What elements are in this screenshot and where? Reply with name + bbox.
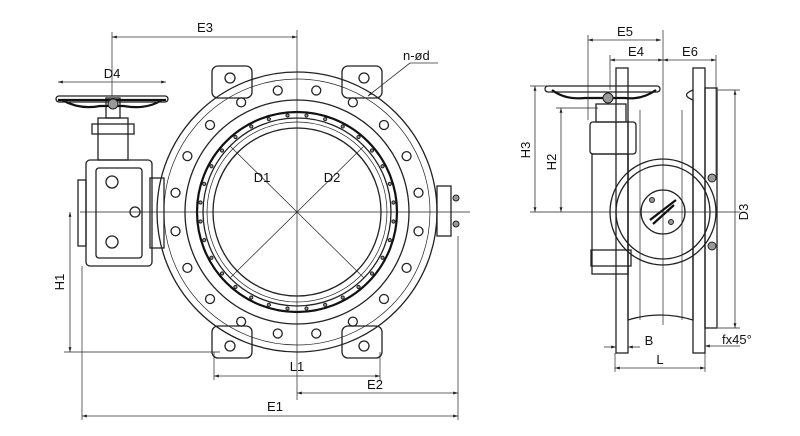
seat-screw: [304, 113, 309, 118]
bolt-hole: [378, 293, 390, 305]
dim-e4: E4: [628, 44, 644, 59]
dim-chamfer: fx45°: [722, 332, 752, 347]
bolt-hole: [401, 262, 412, 273]
seat-screw: [340, 124, 345, 129]
dim-l1: L1: [290, 359, 304, 374]
bolt-hole: [311, 328, 322, 339]
bolt-hole: [170, 187, 181, 198]
dim-e3: E3: [197, 20, 213, 35]
seat-screw: [356, 284, 361, 290]
seat-screw: [285, 306, 290, 311]
bolt-hole: [413, 226, 424, 237]
bolt-hole: [182, 262, 193, 273]
seat-screw: [323, 302, 328, 307]
bolt-hole: [272, 328, 283, 339]
seat-screw: [233, 284, 238, 290]
bolt-hole: [204, 119, 216, 131]
flange-lugs: [211, 65, 383, 359]
dim-e5: E5: [617, 24, 633, 39]
gear-actuator: [77, 97, 165, 267]
dim-l: L: [656, 352, 663, 367]
shaft-end: [436, 185, 452, 237]
bolt-hole: [378, 119, 390, 131]
bolt-hole: [413, 187, 424, 198]
flange-right: [692, 67, 706, 354]
seat-screw: [369, 271, 375, 276]
seat-screw: [202, 181, 207, 186]
seat-screw: [233, 134, 238, 140]
seat-screw: [198, 219, 203, 224]
seat-screw: [219, 271, 225, 276]
dim-e1: E1: [267, 399, 283, 414]
seat-screw: [380, 164, 385, 169]
dim-h2: H2: [544, 154, 559, 171]
side-handwheel: [544, 85, 661, 104]
seat-screw: [387, 181, 392, 186]
dim-h1: H1: [52, 274, 67, 291]
seat-screw: [391, 219, 396, 224]
seat-screw: [209, 255, 214, 260]
seat-screw: [380, 255, 385, 260]
seat-screw: [369, 148, 375, 153]
front-view: E3 D4 n-ød D1 D2 H1 L1 E2 E1: [52, 20, 470, 420]
dim-d2: D2: [324, 170, 341, 185]
dim-b: B: [645, 333, 654, 348]
seat-screw: [219, 148, 225, 153]
dim-d4: D4: [104, 66, 121, 81]
seat-screws: [198, 113, 396, 311]
dim-h3: H3: [518, 142, 533, 159]
dim-n-d: n-ød: [403, 48, 430, 63]
dim-e2: E2: [367, 377, 383, 392]
seat-screw: [249, 295, 254, 300]
bolt-hole: [236, 97, 247, 108]
bolt-hole: [347, 316, 358, 327]
bolt-hole: [236, 316, 247, 327]
bolt-hole: [401, 151, 412, 162]
seat-screw: [391, 200, 396, 205]
dim-e6: E6: [682, 44, 698, 59]
bolt-hole: [182, 151, 193, 162]
seat-screw: [387, 238, 392, 243]
side-view: E5 E4 E6 H3 H2 D3 B fx45° L: [518, 24, 752, 372]
dim-d3: D3: [736, 204, 751, 221]
seat-screw: [266, 117, 271, 122]
seat-screw: [209, 164, 214, 169]
seat-screw: [249, 124, 254, 129]
seat-screw: [285, 113, 290, 118]
dim-d1: D1: [254, 170, 271, 185]
body-face: [704, 87, 718, 329]
bolt-holes: [170, 85, 424, 339]
gearbox-side: [589, 103, 637, 275]
bolt-hole: [272, 85, 283, 96]
seat-screw: [356, 134, 361, 140]
bolt-hole: [347, 97, 358, 108]
seat-screw: [198, 200, 203, 205]
bolt-hole: [311, 85, 322, 96]
seat-screw: [266, 302, 271, 307]
bolt-hole: [170, 226, 181, 237]
seat-screw: [304, 306, 309, 311]
seat-screw: [340, 295, 345, 300]
seat-screw: [202, 238, 207, 243]
seat-screw: [323, 117, 328, 122]
bolt-hole: [204, 293, 216, 305]
